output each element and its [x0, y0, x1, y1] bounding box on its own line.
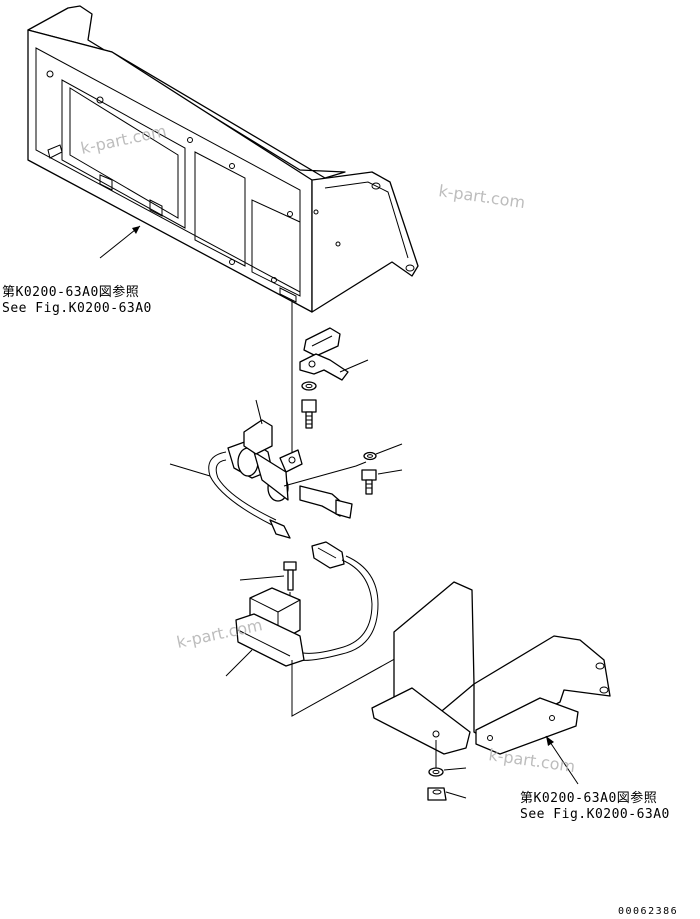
washer-right-leader — [375, 443, 403, 455]
sleeve-leader — [283, 461, 367, 487]
lock-washer-right — [363, 451, 377, 461]
bolt-right-leader — [377, 469, 403, 475]
bolt-upper — [301, 399, 317, 429]
sensor-cable — [297, 559, 373, 654]
screw-lower-leader — [239, 575, 285, 581]
lower-cover-bracket — [371, 581, 611, 755]
upper-panel-bracket — [27, 5, 419, 313]
bolt-right — [361, 469, 377, 495]
upper-reference-arrowhead — [132, 226, 140, 234]
lock-washer-lower — [428, 767, 444, 777]
nut-lower — [427, 787, 447, 801]
controller-unit — [235, 587, 305, 667]
lower-reference-arrowhead — [546, 736, 554, 746]
lock-washer-upper — [301, 381, 317, 391]
tag-leader — [255, 399, 263, 425]
reference-lower-jp: 第K0200-63A0図参照 — [520, 790, 657, 806]
sensor-cable-outer — [297, 555, 379, 661]
harness-leader — [169, 463, 211, 477]
drawing-code: 00062386 — [618, 906, 678, 917]
watermark-4: k-part.com — [487, 745, 576, 776]
reference-lower-en: See Fig.K0200-63A0 — [520, 807, 670, 822]
clamp-bracket — [303, 327, 341, 357]
connector-plug — [311, 541, 345, 569]
upper-reference-leader — [99, 225, 141, 259]
nut-lower-leader — [445, 791, 467, 799]
screw-lower — [283, 561, 297, 591]
washer-lower-leader — [443, 767, 467, 771]
watermark-2: k-part.com — [437, 181, 526, 212]
reference-upper-jp: 第K0200-63A0図参照 — [2, 284, 139, 300]
wiring-harness — [208, 419, 353, 539]
clip-leader — [339, 359, 369, 373]
cable-clip — [299, 353, 349, 381]
controller-leader — [225, 649, 253, 677]
lower-reference-leader — [545, 735, 579, 785]
reference-upper-en: See Fig.K0200-63A0 — [2, 301, 152, 316]
